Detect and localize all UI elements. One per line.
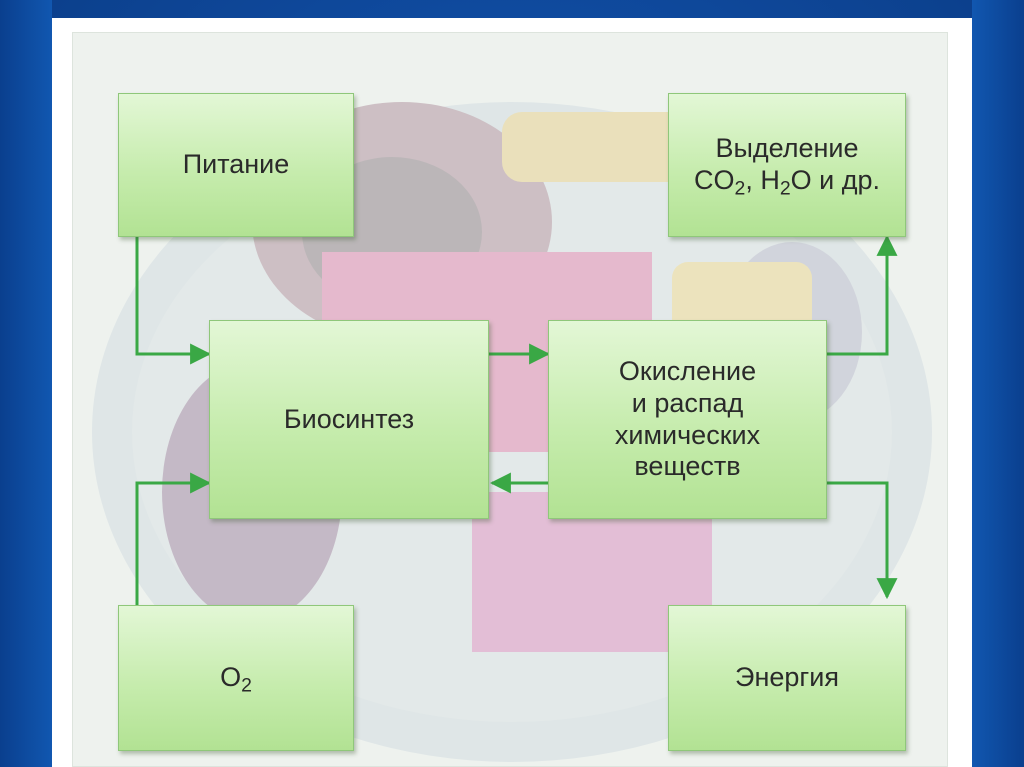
- node-biosintez: Биосинтез: [209, 320, 489, 519]
- node-pitanie-label: Питание: [182, 149, 290, 180]
- node-pitanie: Питание: [118, 93, 354, 237]
- node-okislenie-line: веществ: [634, 451, 741, 482]
- node-okislenie-label: Окисление и распад химических веществ: [615, 356, 760, 483]
- slide: Питание Выделение CO2, H2O и др. Биосинт…: [52, 18, 972, 767]
- arrow-okislenie-to-vydelenie: [827, 234, 898, 356]
- node-energiya-label: Энергия: [735, 662, 839, 693]
- h2o-subscript: 2: [779, 177, 791, 200]
- node-okislenie-line: Окисление: [618, 355, 757, 386]
- node-vydelenie-line1: Выделение: [715, 133, 859, 164]
- arrow-pitanie-to-biosintez: [135, 237, 212, 365]
- diagram-arrows: [135, 234, 898, 605]
- arrow-o2-to-biosintez: [135, 472, 212, 605]
- o2-subscript: 2: [241, 674, 252, 697]
- co2-base: CO: [694, 165, 735, 195]
- h2o-rest: O и др.: [790, 165, 880, 195]
- node-o2: O2: [118, 605, 354, 751]
- node-okislenie: Окисление и распад химических веществ: [548, 320, 827, 519]
- node-biosintez-label: Биосинтез: [283, 403, 415, 434]
- o2-base: O: [220, 662, 242, 693]
- frame-edge-right: [972, 0, 1024, 767]
- diagram-area: Питание Выделение CO2, H2O и др. Биосинт…: [72, 32, 948, 767]
- arrow-okislenie-to-energiya: [827, 481, 898, 600]
- node-vydelenie: Выделение CO2, H2O и др.: [668, 93, 906, 237]
- node-okislenie-line: химических: [614, 419, 761, 450]
- node-energiya: Энергия: [668, 605, 906, 751]
- node-vydelenie-label: Выделение CO2, H2O и др.: [694, 133, 880, 198]
- node-vydelenie-line2: CO2, H2O и др.: [694, 165, 880, 198]
- frame-edge-left: [0, 0, 52, 767]
- node-o2-label: O2: [220, 662, 252, 697]
- h2o-base: , H: [745, 165, 780, 195]
- node-okislenie-line: и распад: [631, 387, 744, 418]
- co2-subscript: 2: [734, 177, 746, 200]
